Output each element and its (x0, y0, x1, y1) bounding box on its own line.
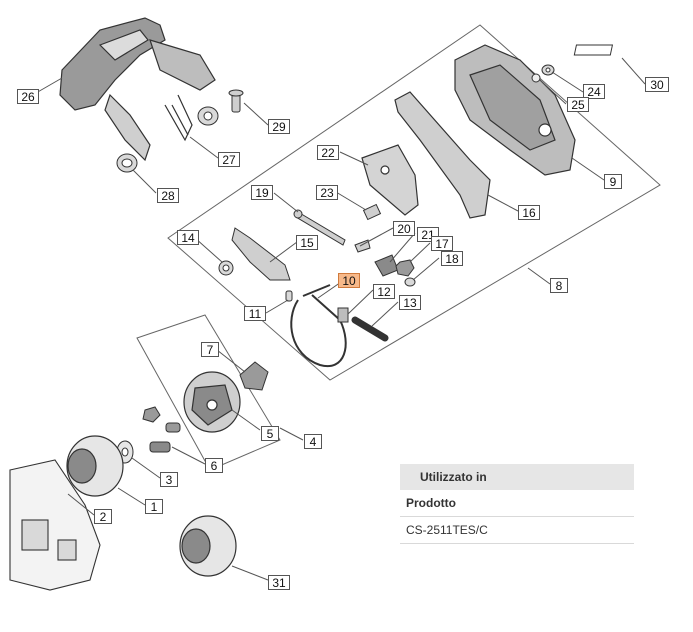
crankcase-fragment (9, 459, 101, 591)
callout-10-highlighted[interactable]: 10 (338, 273, 360, 288)
callout-11[interactable]: 11 (244, 306, 266, 321)
callout-20[interactable]: 20 (393, 221, 415, 236)
clutch-drum (66, 435, 124, 497)
callout-17[interactable]: 17 (431, 236, 453, 251)
callout-13[interactable]: 13 (399, 295, 421, 310)
callout-7[interactable]: 7 (201, 342, 219, 357)
callout-30[interactable]: 30 (645, 77, 669, 92)
callout-24[interactable]: 24 (583, 84, 605, 99)
hex-nut (395, 259, 415, 277)
group-frame-4 (136, 314, 281, 471)
brake-cam (374, 254, 399, 277)
callout-2[interactable]: 2 (94, 509, 112, 524)
callout-27[interactable]: 27 (218, 152, 240, 167)
clutch-weight (239, 361, 269, 391)
cover-washer (531, 73, 541, 83)
used-in-header: Utilizzato in (400, 464, 634, 490)
callout-9[interactable]: 9 (604, 174, 622, 189)
cover-plate (361, 144, 419, 216)
group-frame-8 (167, 24, 661, 381)
clutch-nut (142, 406, 161, 423)
clutch-spring (149, 441, 171, 453)
small-washer (404, 277, 416, 287)
brake-spring (164, 94, 193, 142)
pivot-pin (228, 89, 244, 113)
clutch-assembly (183, 371, 241, 433)
callout-1[interactable]: 1 (145, 499, 163, 514)
callout-6[interactable]: 6 (205, 458, 223, 473)
callout-18[interactable]: 18 (441, 251, 463, 266)
cover-nut (541, 64, 555, 76)
spur-drum (179, 515, 237, 577)
product-column-header: Prodotto (400, 490, 634, 517)
callout-23[interactable]: 23 (316, 185, 338, 200)
brake-band (290, 284, 347, 368)
chain-guide (394, 91, 491, 219)
callout-12[interactable]: 12 (373, 284, 395, 299)
collar (116, 153, 138, 173)
decal-strip (573, 44, 614, 56)
coil-spring (351, 316, 389, 342)
callout-3[interactable]: 3 (160, 472, 178, 487)
callout-14[interactable]: 14 (177, 230, 199, 245)
callout-31[interactable]: 31 (268, 575, 290, 590)
leader-lines (35, 57, 646, 581)
clutch-cover (454, 44, 576, 176)
clutch-spring-small (165, 422, 181, 433)
product-link[interactable]: CS-2511TES/C (400, 517, 634, 544)
front-handle-guard (59, 17, 216, 162)
cover-bolt (362, 203, 382, 221)
callout-16[interactable]: 16 (518, 205, 540, 220)
callout-25[interactable]: 25 (567, 97, 589, 112)
snap-ring (218, 260, 234, 276)
used-in-panel: Utilizzato in Prodotto CS-2511TES/C (400, 464, 634, 544)
callout-26[interactable]: 26 (17, 89, 39, 104)
callout-29[interactable]: 29 (268, 119, 290, 134)
callout-4[interactable]: 4 (304, 434, 322, 449)
callout-5[interactable]: 5 (261, 426, 279, 441)
brake-rod (293, 209, 346, 246)
pivot-bushing (197, 106, 219, 126)
callout-28[interactable]: 28 (157, 188, 179, 203)
brake-lever (231, 227, 291, 281)
callout-15[interactable]: 15 (296, 235, 318, 250)
spring-pin (285, 290, 293, 302)
callout-19[interactable]: 19 (251, 185, 273, 200)
band-block (337, 307, 349, 323)
callout-22[interactable]: 22 (317, 145, 339, 160)
callout-8[interactable]: 8 (550, 278, 568, 293)
